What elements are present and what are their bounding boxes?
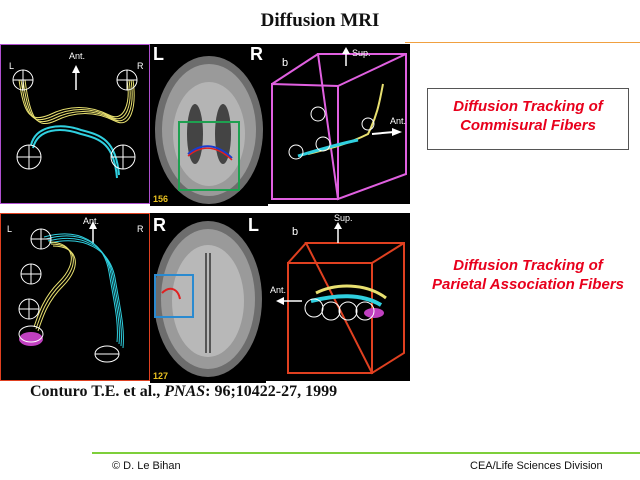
cyan-tract <box>43 233 124 349</box>
cyan-tract <box>30 125 120 179</box>
anterior-arrow-icon <box>276 297 284 305</box>
yellow-tract <box>33 241 76 332</box>
commissural-3d-view: Sup. b Ant. <box>268 44 410 204</box>
pink-region <box>19 332 43 346</box>
ant-label: Ant. <box>270 285 286 295</box>
footer-division: CEA/Life Sciences Division <box>470 460 603 472</box>
panel-tag: b <box>282 57 288 69</box>
right-label: R <box>250 44 263 64</box>
slide-title: Diffusion MRI <box>260 10 380 31</box>
right-label: R <box>137 224 144 234</box>
roi-circles <box>12 69 138 170</box>
slice-number: 156 <box>153 194 168 204</box>
citation-journal: PNAS <box>164 383 206 400</box>
3d-bounding-box <box>287 242 405 375</box>
sup-label: Sup. <box>334 213 353 223</box>
roi-box <box>154 274 194 318</box>
slice-number: 127 <box>153 371 168 381</box>
red-tract <box>187 147 233 161</box>
roi-circles <box>18 228 120 363</box>
ant-label: Ant. <box>83 216 99 226</box>
red-tract <box>161 287 181 300</box>
sup-label: Sup. <box>352 48 371 58</box>
ant-label: Ant. <box>69 51 85 61</box>
caption-commissural: Diffusion Tracking of Commisural Fibers <box>453 98 603 134</box>
3d-bounding-box <box>271 53 407 201</box>
axial-mri-top: L R 156 <box>150 44 268 206</box>
parietal-3d-view: Sup. b Ant. <box>266 213 410 381</box>
bottom-accent-rule <box>92 452 640 454</box>
roi-box <box>178 121 240 191</box>
right-label: R <box>137 61 144 71</box>
left-label: L <box>153 44 164 64</box>
anterior-arrow-icon <box>89 221 97 229</box>
blue-tract <box>187 145 233 159</box>
left-label: L <box>7 224 12 234</box>
right-label: L <box>248 215 259 235</box>
roi-circles <box>304 298 375 321</box>
commissural-tract-image: Ant. L R <box>0 44 150 204</box>
left-label: L <box>9 61 14 71</box>
citation-rest: : 96;10422-27, 1999 <box>205 383 338 400</box>
top-accent-rule <box>405 42 640 43</box>
superior-arrow-icon <box>342 47 350 54</box>
caption-parietal: Diffusion Tracking of Parietal Associati… <box>431 257 624 293</box>
panel-tag: b <box>292 226 298 238</box>
axial-mri-bottom: R L 127 <box>150 213 266 383</box>
parietal-tract-image: Ant. L R <box>0 213 150 381</box>
caption-box-commissural: Diffusion Tracking of Commisural Fibers <box>427 88 629 150</box>
footer-author: © D. Le Bihan <box>112 460 181 472</box>
superior-arrow-icon <box>334 222 342 229</box>
yellow-tract <box>18 79 135 125</box>
anterior-arrow-icon <box>392 128 402 136</box>
citation-authors: Conturo T.E. et al., <box>30 383 165 400</box>
citation: Conturo T.E. et al., PNAS: 96;10422-27, … <box>30 383 337 401</box>
ant-label: Ant. <box>390 116 406 126</box>
left-label: R <box>153 215 166 235</box>
